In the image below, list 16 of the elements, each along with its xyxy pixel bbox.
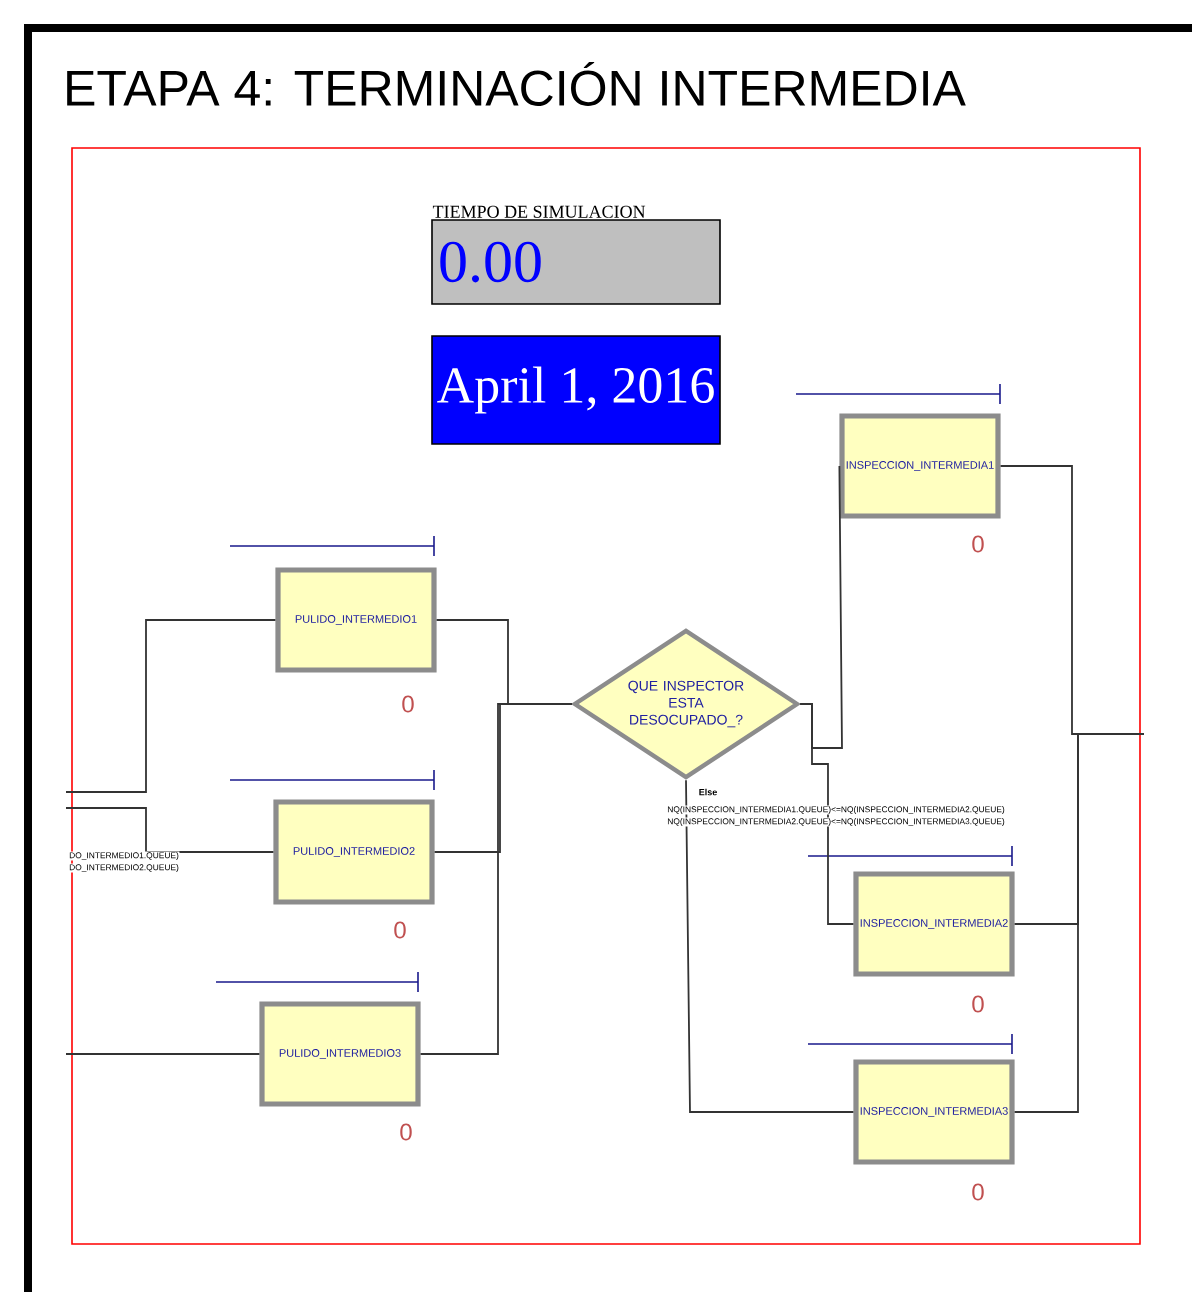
connector: [65, 619, 277, 793]
queue-count: 0: [972, 1183, 984, 1201]
display-box: 0.00: [431, 219, 721, 305]
queue-count: 0: [400, 1123, 412, 1141]
connector: [1013, 733, 1145, 1113]
connector: [685, 779, 855, 1113]
display-heading: TIEMPO DE SIMULACION: [432, 205, 646, 218]
connector: [799, 703, 855, 925]
date-box: April 1, 2016: [431, 335, 721, 445]
title: ETAPA 4: TERMINACIÓN INTERMEDIA: [67, 62, 966, 106]
queue-count: 0: [394, 921, 406, 939]
queue-count: 0: [402, 695, 414, 713]
connector: [419, 703, 573, 1055]
queue-count: 0: [972, 535, 984, 553]
queue-count: 0: [972, 995, 984, 1013]
connector: [65, 1053, 261, 1055]
